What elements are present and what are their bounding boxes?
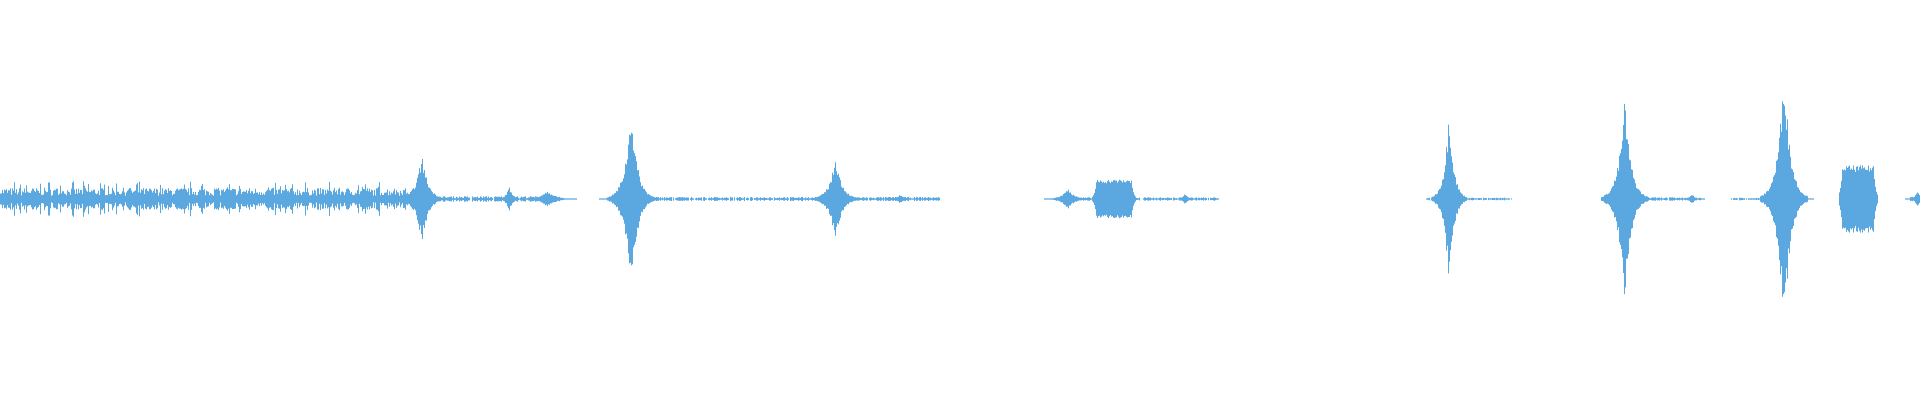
waveform-trace bbox=[0, 101, 1920, 297]
